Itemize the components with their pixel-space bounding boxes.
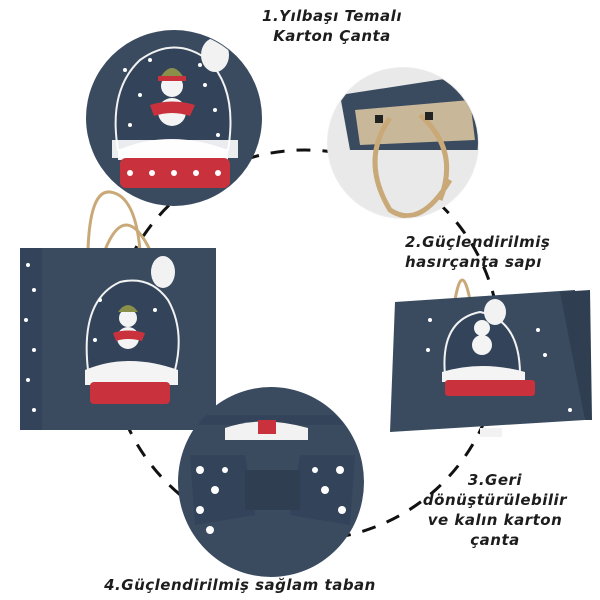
caption-4: 4.Güçlendirilmiş sağlam taban <box>70 575 410 595</box>
caption-1-line-2: Karton Çanta <box>273 27 391 45</box>
caption-3: 3.Geri dönüştürülebilir ve kalın karton … <box>395 470 595 550</box>
caption-1-line-1: 1.Yılbaşı Temalı <box>262 7 402 25</box>
closeup-handle-circle <box>327 67 479 219</box>
caption-3-line-4: çanta <box>470 531 520 549</box>
caption-1: 1.Yılbaşı Temalı Karton Çanta <box>232 6 432 46</box>
caption-2-line-1: 2.Güçlendirilmiş <box>405 233 551 251</box>
bag-front-view <box>20 190 216 430</box>
caption-3-line-2: dönüştürülebilir <box>422 491 568 509</box>
caption-3-line-1: 3.Geri <box>467 471 523 489</box>
closeup-snowglobe-circle <box>86 30 262 206</box>
closeup-bottom-circle <box>178 387 364 577</box>
bag-angled-view <box>390 278 592 437</box>
caption-3-line-3: ve kalın karton <box>427 511 563 529</box>
caption-2: 2.Güçlendirilmiş hasırçanta sapı <box>405 232 595 272</box>
caption-4-line-1: 4.Güçlendirilmiş sağlam taban <box>104 576 376 594</box>
caption-2-line-2: hasırçanta sapı <box>405 253 542 271</box>
